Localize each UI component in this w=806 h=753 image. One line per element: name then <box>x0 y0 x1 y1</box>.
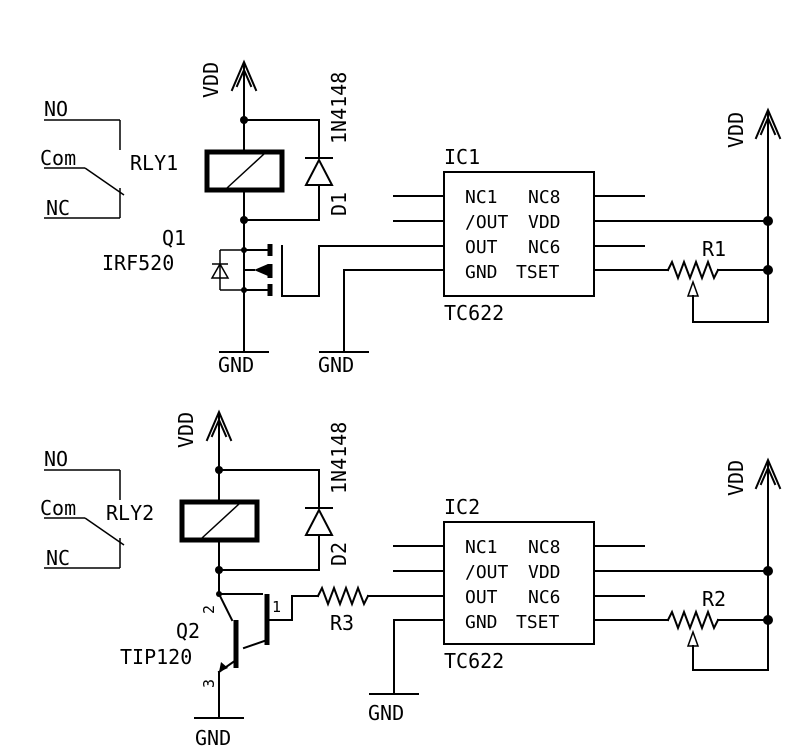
bottom-q2-ref: Q2 <box>176 619 200 643</box>
top-diode-d1: 1N4148 D1 <box>243 72 351 221</box>
top-vdd-right-label: VDD <box>724 112 748 148</box>
bottom-gnd-mid-symbol: GND <box>368 619 445 725</box>
top-ic-ref: IC1 <box>444 145 480 169</box>
top-gnd-left-label: GND <box>218 353 254 377</box>
top-vdd-left-symbol: VDD <box>199 59 258 121</box>
bottom-q2-pin-e: 3 <box>200 679 218 688</box>
top-relay-contacts: NO Com NC <box>40 97 125 220</box>
top-relay-coil <box>204 119 285 224</box>
bottom-q2-part: TIP120 <box>120 645 192 669</box>
top-q1-part: IRF520 <box>102 251 174 275</box>
bottom-vdd-right-label: VDD <box>724 460 748 496</box>
bottom-pot-ref: R2 <box>702 587 726 611</box>
bottom-diode-d2: 1N4148 D2 <box>218 422 351 571</box>
top-relay-nc: NC <box>46 196 70 220</box>
top-relay-no: NO <box>44 97 68 121</box>
bottom-ic2: IC2 TC622 NC1 NC8 /OUT VDD OUT NC6 GND T… <box>393 495 769 673</box>
bottom-relay-coil <box>179 469 260 574</box>
bottom-relay-no: NO <box>44 447 68 471</box>
bottom-ic-ref: IC2 <box>444 495 480 519</box>
top-q1-ref: Q1 <box>162 226 186 250</box>
bottom-ic-pin-nc8: NC8 <box>528 537 561 558</box>
top-relay-com: Com <box>40 146 76 170</box>
bottom-ic-pin-gnd: GND <box>465 612 498 633</box>
bottom-darlington-q2: 1 2 3 <box>200 569 319 719</box>
bottom-ic-pin-tset: TSET <box>516 612 560 633</box>
top-gnd-left-symbol: GND <box>218 351 269 377</box>
bottom-ic-pin-nout: /OUT <box>465 562 509 583</box>
bottom-q2-pin-c: 2 <box>200 605 218 614</box>
bottom-relay-ref: RLY2 <box>106 501 154 525</box>
bottom-resistor-ref: R3 <box>330 611 354 635</box>
top-pot-ref: R1 <box>702 237 726 261</box>
top-pot-r1: R1 <box>666 237 769 323</box>
top-ic-pin-nc6: NC6 <box>528 237 561 258</box>
bottom-relay-com: Com <box>40 496 76 520</box>
top-relay-ref: RLY1 <box>130 151 178 175</box>
top-gnd-mid-symbol: GND <box>318 269 369 377</box>
top-diode-ref: D1 <box>327 192 351 216</box>
bottom-resistor-r3: R3 <box>316 585 445 635</box>
bottom-q2-pin-b: 1 <box>272 598 281 616</box>
bottom-ic-pin-nc6: NC6 <box>528 587 561 608</box>
top-ic-part: TC622 <box>444 301 504 325</box>
top-ic-pin-nc8: NC8 <box>528 187 561 208</box>
top-ic-pin-nout: /OUT <box>465 212 509 233</box>
bottom-vdd-left-label: VDD <box>174 412 198 448</box>
bottom-ic-part: TC622 <box>444 649 504 673</box>
bottom-gnd-left-symbol: GND <box>194 717 244 750</box>
bottom-ic-pin-nc1: NC1 <box>465 537 498 558</box>
bottom-relay-contacts: NO Com NC <box>40 447 125 570</box>
top-ic-pin-gnd: GND <box>465 262 498 283</box>
bottom-pot-r2: R2 <box>666 587 769 671</box>
bottom-diode-ref: D2 <box>327 542 351 566</box>
bottom-relay-nc: NC <box>46 546 70 570</box>
top-ic-pin-vdd: VDD <box>528 212 561 233</box>
top-ic-pin-nc1: NC1 <box>465 187 498 208</box>
top-circuit: VDD RLY1 NO Com NC <box>40 59 782 377</box>
bottom-vdd-left-symbol: VDD <box>174 409 233 471</box>
top-gnd-mid-label: GND <box>318 353 354 377</box>
top-ic1: IC1 TC622 NC1 NC8 /OUT VDD OUT NC6 GND T… <box>318 145 769 325</box>
top-vdd-right-symbol: VDD <box>724 107 782 323</box>
top-diode-part: 1N4148 <box>327 72 351 144</box>
bottom-gnd-left-label: GND <box>195 726 231 750</box>
top-ic-pin-tset: TSET <box>516 262 560 283</box>
bottom-circuit: VDD RLY2 NO Com NC <box>40 409 782 750</box>
bottom-ic-pin-vdd: VDD <box>528 562 561 583</box>
top-mosfet-q1 <box>210 219 320 353</box>
bottom-vdd-right-symbol: VDD <box>724 457 782 671</box>
bottom-gnd-mid-label: GND <box>368 701 404 725</box>
bottom-ic-pin-out: OUT <box>465 587 498 608</box>
top-vdd-left-label: VDD <box>199 62 223 98</box>
bottom-diode-part: 1N4148 <box>327 422 351 494</box>
top-ic-pin-out: OUT <box>465 237 498 258</box>
